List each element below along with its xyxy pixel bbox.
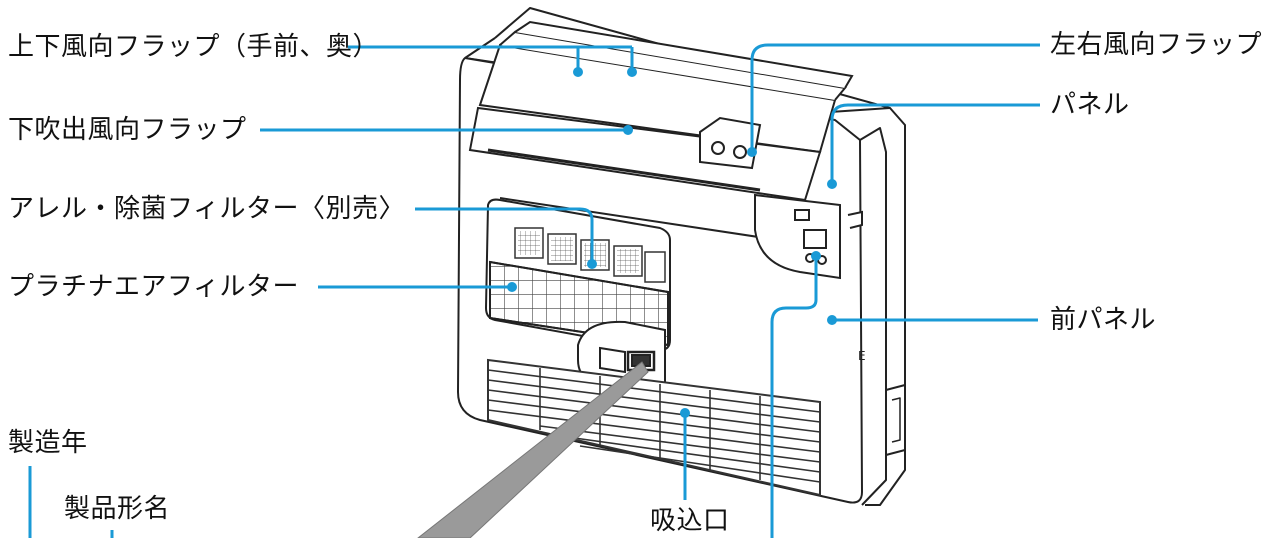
intake-grille-shape — [487, 358, 821, 497]
control-area-shape — [754, 193, 863, 280]
unit-back-casing — [494, 7, 906, 506]
label-lower-outlet-flap: 下吹出風向フラップ — [8, 115, 247, 145]
label-vertical-flap: 上下風向フラップ（手前、奥） — [8, 32, 380, 62]
label-allergen-filter: アレル・除菌フィルター〈別売〉 — [8, 194, 405, 224]
unit-side-panel — [859, 127, 887, 506]
label-pointer-beam — [417, 361, 649, 538]
svg-text:E: E — [858, 349, 866, 363]
label-panel: パネル — [1050, 90, 1130, 120]
label-product-model: 製品形名 — [64, 494, 171, 524]
label-platinum-filter: プラチナエアフィルター — [8, 272, 299, 302]
label-horizontal-flap: 左右風向フラップ — [1050, 30, 1263, 60]
label-manufacture-year: 製造年 — [8, 428, 88, 458]
label-intake: 吸込口 — [650, 506, 730, 536]
label-front-panel: 前パネル — [1050, 305, 1157, 335]
leader-dots — [507, 67, 837, 418]
